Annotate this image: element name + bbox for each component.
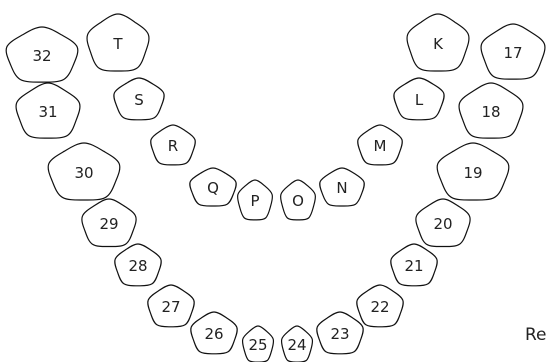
- primary-tooth-R-label: R: [168, 137, 178, 155]
- tooth-22-outline: [356, 284, 404, 328]
- tooth-27[interactable]: 27: [147, 284, 195, 328]
- primary-tooth-Q-label: Q: [207, 179, 219, 197]
- primary-tooth-M-label: M: [374, 137, 387, 155]
- tooth-19-outline: [436, 142, 510, 201]
- tooth-17-label: 17: [503, 44, 522, 62]
- primary-tooth-O-label: O: [292, 192, 304, 210]
- tooth-26-outline: [190, 311, 238, 355]
- edge-label: Re: [525, 325, 547, 345]
- tooth-30[interactable]: 30: [47, 142, 121, 201]
- tooth-22-label: 22: [370, 298, 389, 316]
- primary-tooth-M[interactable]: M: [357, 124, 403, 166]
- tooth-29[interactable]: 29: [81, 198, 137, 248]
- tooth-29-outline: [81, 198, 137, 248]
- tooth-30-outline: [47, 142, 121, 201]
- primary-tooth-Q[interactable]: Q: [189, 167, 237, 207]
- tooth-20[interactable]: 20: [415, 198, 471, 248]
- primary-tooth-N-outline: [319, 167, 365, 207]
- tooth-17[interactable]: 17: [480, 23, 546, 80]
- primary-tooth-L-outline: [393, 77, 445, 121]
- tooth-32-label: 32: [32, 47, 51, 65]
- tooth-18[interactable]: 18: [458, 82, 524, 139]
- tooth-23-outline: [316, 311, 364, 355]
- tooth-27-outline: [147, 284, 195, 328]
- primary-tooth-P-outline: [236, 179, 274, 221]
- tooth-27-label: 27: [161, 298, 180, 316]
- tooth-26[interactable]: 26: [190, 311, 238, 355]
- tooth-23[interactable]: 23: [316, 311, 364, 355]
- tooth-31-label: 31: [38, 103, 57, 121]
- primary-tooth-O-outline: [279, 179, 317, 221]
- primary-tooth-K-label: K: [433, 35, 444, 53]
- primary-tooth-M-outline: [357, 124, 403, 166]
- tooth-30-label: 30: [74, 164, 93, 182]
- tooth-20-label: 20: [433, 215, 452, 233]
- primary-tooth-N[interactable]: N: [319, 167, 365, 207]
- tooth-21[interactable]: 21: [390, 243, 438, 287]
- primary-tooth-T-label: T: [112, 35, 123, 53]
- tooth-26-label: 26: [204, 325, 223, 343]
- tooth-17-outline: [480, 23, 546, 80]
- primary-tooth-N-label: N: [336, 179, 347, 197]
- tooth-24-outline: [280, 325, 314, 362]
- primary-tooth-R[interactable]: R: [150, 124, 196, 166]
- tooth-25-outline: [241, 325, 275, 362]
- primary-tooth-K-outline: [406, 13, 470, 72]
- tooth-28[interactable]: 28: [114, 243, 162, 287]
- tooth-32-outline: [5, 26, 79, 83]
- tooth-21-outline: [390, 243, 438, 287]
- tooth-24[interactable]: 24: [280, 325, 314, 362]
- tooth-31-outline: [15, 82, 81, 139]
- tooth-19-label: 19: [463, 164, 482, 182]
- tooth-20-outline: [415, 198, 471, 248]
- primary-tooth-S-label: S: [134, 91, 144, 109]
- tooth-18-label: 18: [481, 103, 500, 121]
- primary-tooth-O[interactable]: O: [279, 179, 317, 221]
- primary-tooth-Q-outline: [189, 167, 237, 207]
- tooth-32[interactable]: 32: [5, 26, 79, 83]
- tooth-24-label: 24: [287, 336, 306, 354]
- primary-tooth-L[interactable]: L: [393, 77, 445, 121]
- primary-tooth-P[interactable]: P: [236, 179, 274, 221]
- primary-tooth-P-label: P: [250, 192, 259, 210]
- primary-tooth-S[interactable]: S: [113, 77, 165, 121]
- tooth-25-label: 25: [248, 336, 267, 354]
- primary-tooth-R-outline: [150, 124, 196, 166]
- primary-tooth-T-outline: [86, 13, 150, 72]
- tooth-28-outline: [114, 243, 162, 287]
- tooth-23-label: 23: [330, 325, 349, 343]
- tooth-31[interactable]: 31: [15, 82, 81, 139]
- tooth-29-label: 29: [99, 215, 118, 233]
- tooth-25[interactable]: 25: [241, 325, 275, 362]
- tooth-21-label: 21: [404, 257, 423, 275]
- tooth-19[interactable]: 19: [436, 142, 510, 201]
- tooth-18-outline: [458, 82, 524, 139]
- primary-tooth-L-label: L: [415, 91, 424, 109]
- tooth-28-label: 28: [128, 257, 147, 275]
- tooth-22[interactable]: 22: [356, 284, 404, 328]
- primary-tooth-S-outline: [113, 77, 165, 121]
- primary-tooth-T[interactable]: T: [86, 13, 150, 72]
- primary-tooth-K[interactable]: K: [406, 13, 470, 72]
